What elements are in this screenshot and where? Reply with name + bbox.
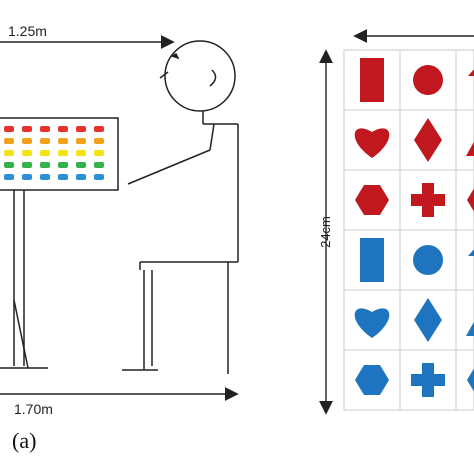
mini-board-dot xyxy=(22,126,32,132)
hexagon-shape xyxy=(355,365,389,395)
mini-board-dot xyxy=(94,138,104,144)
rectangle-shape xyxy=(360,58,384,102)
person-eye xyxy=(170,52,180,60)
mini-board-dot xyxy=(76,162,86,168)
board-cell-frame xyxy=(455,49,474,111)
arrow-up-shape xyxy=(468,249,474,256)
board-cell xyxy=(399,109,457,171)
board-cell-frame xyxy=(455,109,474,171)
mini-board-dot xyxy=(94,126,104,132)
mini-board-dot xyxy=(76,138,86,144)
board-cell xyxy=(399,289,457,351)
mini-board-dot xyxy=(40,162,50,168)
rectangle-shape xyxy=(360,238,384,282)
mini-board-dot xyxy=(76,126,86,132)
heart-shape xyxy=(354,128,390,158)
board-cell xyxy=(455,109,474,171)
easel xyxy=(0,190,48,369)
hexagon-shape xyxy=(467,368,474,392)
diamond-shape xyxy=(414,298,442,342)
figure-caption: (a) xyxy=(12,428,37,453)
board-cell xyxy=(455,169,474,231)
mini-board-dot xyxy=(58,174,68,180)
board-cell xyxy=(455,229,474,291)
arrow-up-shape xyxy=(468,69,474,76)
board-cell xyxy=(343,109,401,171)
stimulus-board xyxy=(343,49,474,411)
cross-shape xyxy=(411,183,445,217)
mini-board-dot xyxy=(22,162,32,168)
board-cell xyxy=(455,289,474,351)
heart-shape xyxy=(354,308,390,338)
board-cell xyxy=(343,289,401,351)
mini-board-dot xyxy=(22,138,32,144)
mini-board-dot xyxy=(4,126,14,132)
mini-board-dot xyxy=(22,150,32,156)
mini-board-dot xyxy=(94,174,104,180)
mini-board-dot xyxy=(94,150,104,156)
cross-shape xyxy=(411,363,445,397)
hexagon-shape xyxy=(355,185,389,215)
circle-shape xyxy=(413,65,443,95)
mini-board-dot xyxy=(4,138,14,144)
mini-board-dot xyxy=(58,162,68,168)
board-cell xyxy=(399,229,457,291)
mini-board-dots xyxy=(4,126,104,180)
mini-board-dot xyxy=(76,150,86,156)
board-cell xyxy=(399,169,457,231)
person-ear xyxy=(209,69,217,87)
mini-board-dot xyxy=(40,138,50,144)
triangle-shape xyxy=(466,321,474,336)
mini-board-dot xyxy=(58,126,68,132)
board-cell xyxy=(455,49,474,111)
board-cell xyxy=(455,349,474,411)
mini-board-dot xyxy=(4,174,14,180)
hexagon-shape xyxy=(467,188,474,212)
board-cell xyxy=(343,229,401,291)
board-cell xyxy=(399,349,457,411)
circle-shape xyxy=(413,245,443,275)
person-arm xyxy=(127,149,211,185)
mini-board-dot xyxy=(40,126,50,132)
mini-board-dot xyxy=(40,150,50,156)
mini-board-dot xyxy=(22,174,32,180)
board-cell-frame xyxy=(455,289,474,351)
seated-person-figure xyxy=(122,40,239,374)
board-cell xyxy=(343,169,401,231)
board-cell xyxy=(343,49,401,111)
board-cell xyxy=(399,49,457,111)
board-height-label: 24cm xyxy=(318,216,333,248)
mini-board-dot xyxy=(4,162,14,168)
mini-board-dot xyxy=(94,162,104,168)
board-cell-frame xyxy=(455,229,474,291)
triangle-shape xyxy=(466,141,474,156)
board-cell xyxy=(343,349,401,411)
board-cell-frame xyxy=(455,349,474,411)
mini-board-dot xyxy=(76,174,86,180)
mini-board-dot xyxy=(40,174,50,180)
mini-board-dot xyxy=(4,150,14,156)
mini-board-dot xyxy=(58,138,68,144)
distance-bottom-label: 1.70m xyxy=(14,401,53,417)
person-head xyxy=(164,40,236,112)
distance-top-label: 1.25m xyxy=(8,23,47,39)
mini-board-dot xyxy=(58,150,68,156)
diamond-shape xyxy=(414,118,442,162)
